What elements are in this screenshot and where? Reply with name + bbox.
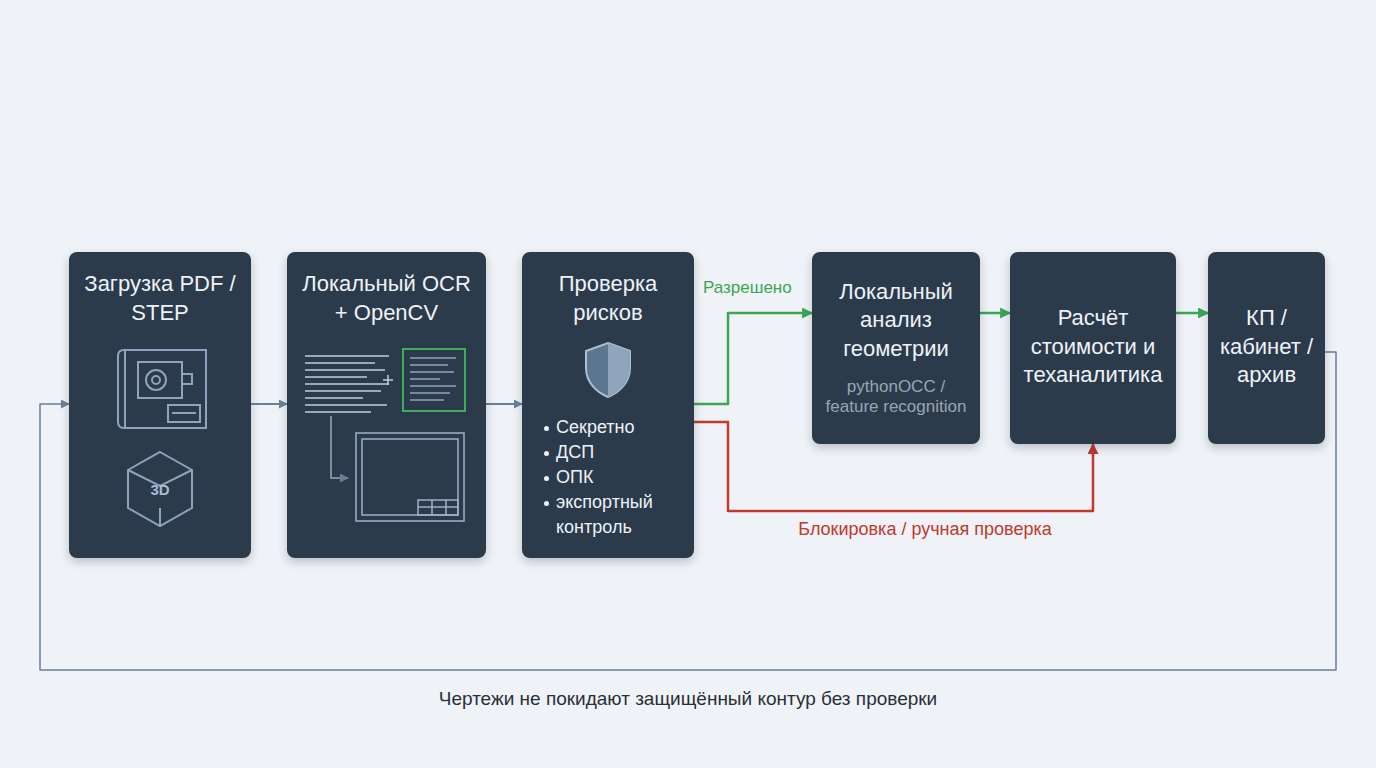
cube-icon [128, 452, 192, 526]
flow-connector [251, 403, 287, 405]
flow-connector [1176, 312, 1208, 315]
bullet-dot [544, 476, 549, 481]
illustration-stroke [146, 370, 166, 390]
bullet-dot [544, 501, 549, 506]
illustration-stroke [418, 500, 458, 515]
illustration-stroke [586, 343, 630, 397]
risk-item: экспортный контроль [530, 490, 686, 540]
text-stroke [410, 371, 454, 373]
text-stroke [410, 385, 456, 387]
text-stroke [410, 399, 444, 401]
caption: Чертежи не покидают защищённый контур бе… [439, 688, 937, 710]
illustration-stroke [172, 412, 196, 414]
recognized-text-lines [410, 358, 456, 400]
blueprint-icon [118, 350, 206, 428]
illustration-stroke [138, 362, 182, 398]
text-stroke [305, 390, 381, 392]
text-stroke [305, 369, 385, 371]
illustration-stroke [182, 374, 192, 384]
risk-item: ДСП [530, 440, 686, 465]
illustration-stroke [383, 379, 393, 381]
illustration-stroke [168, 405, 200, 422]
flow-connector [486, 403, 522, 405]
bullet-dot [544, 451, 549, 456]
ocr-box: Локальный OCR + OpenCV [287, 252, 486, 558]
costing-box: Расчёт стоимости и теханалитика [1010, 252, 1176, 444]
risk-item: Секретно [530, 415, 686, 440]
ocr-illustration [305, 349, 465, 521]
plus-sign [383, 375, 393, 385]
illustration-stroke [118, 350, 206, 428]
box-title: Локальный OCR + OpenCV [295, 270, 478, 327]
risk-check-box: Проверка рисковСекретноДСПОПКэкспортный … [522, 252, 694, 558]
drawing-frame [356, 433, 464, 521]
illustration-stroke [431, 500, 433, 515]
box-title: Локальный анализ геометрии [820, 278, 972, 364]
flow-arrow [331, 416, 348, 478]
text-stroke [305, 376, 367, 378]
text-stroke [410, 357, 456, 359]
illustration-stroke [608, 343, 630, 397]
illustration-stroke [128, 452, 192, 526]
geometry-box: Локальный анализ геометрии pythonOCC / fe… [812, 252, 980, 444]
illustration-stroke [159, 508, 161, 526]
flow-connector [694, 313, 812, 404]
recognized-block [403, 349, 465, 411]
box-title: Расчёт стоимости и теханалитика [1018, 304, 1168, 390]
risk-item: ОПК [530, 465, 686, 490]
illustration-stroke [356, 433, 464, 521]
scanned-text-lines [305, 356, 389, 412]
text-stroke [305, 411, 371, 413]
illustration-stroke [362, 439, 458, 515]
output-box: КП / кабинет / архив [1208, 252, 1325, 444]
illustration-stroke [418, 506, 458, 508]
text-stroke [305, 355, 389, 357]
illustration-stroke [124, 350, 126, 428]
box-subtitle: pythonOCC / feature recognition [820, 377, 972, 416]
illustration-stroke [387, 375, 389, 385]
text-stroke [410, 364, 448, 366]
upload-box: Загрузка PDF / STEP [69, 252, 251, 558]
text-stroke [305, 404, 387, 406]
text-stroke [410, 392, 450, 394]
box-title: Проверка рисков [530, 270, 686, 327]
bullet-dot [544, 426, 549, 431]
illustration-stroke [445, 500, 447, 515]
text-stroke [305, 362, 375, 364]
text-stroke [410, 378, 440, 380]
flow-connector [980, 312, 1010, 315]
illustration-stroke [152, 376, 160, 384]
text-stroke [305, 383, 389, 385]
edge-label: Разрешено [700, 278, 795, 298]
edge-label: Блокировка / ручная проверка [795, 519, 1054, 540]
box-title: КП / кабинет / архив [1216, 304, 1317, 390]
icon-label: 3D [150, 481, 169, 498]
shield-icon [586, 343, 630, 397]
text-stroke [305, 397, 363, 399]
box-title: Загрузка PDF / STEP [77, 270, 243, 327]
